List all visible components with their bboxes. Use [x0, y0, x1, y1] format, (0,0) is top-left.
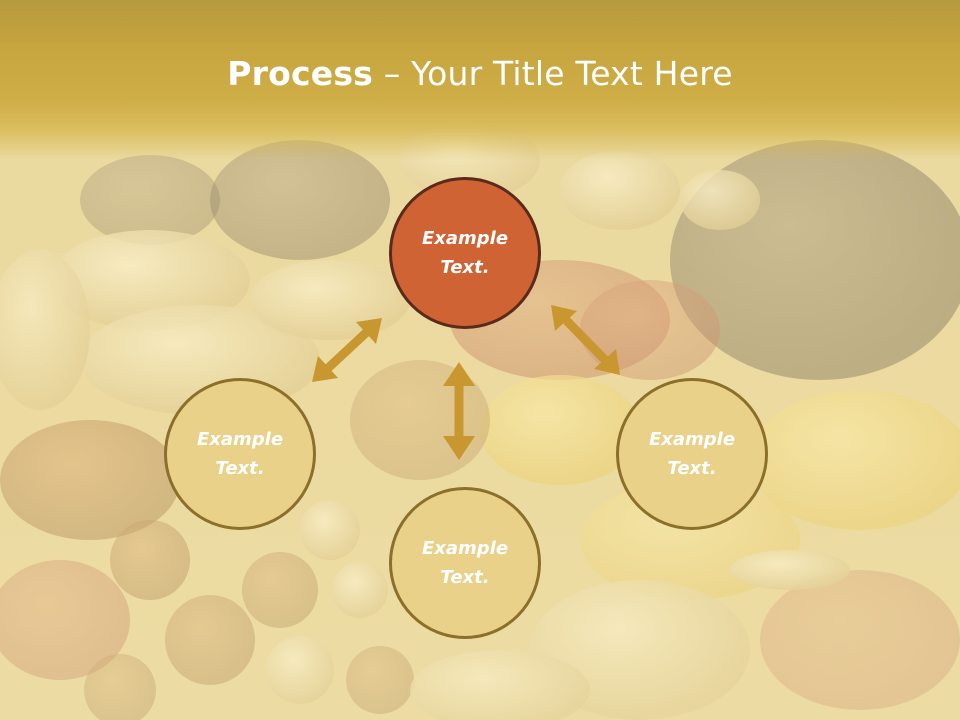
node-bottom-label: Example Text. [421, 538, 509, 588]
node-left-label: Example Text. [196, 429, 284, 479]
double-arrow-top-right [551, 305, 620, 375]
title-band [0, 0, 960, 160]
process-node-left: Example Text. [164, 378, 316, 530]
double-arrow-top-left [312, 318, 382, 382]
title-rest-part: – Your Title Text Here [373, 54, 733, 93]
double-arrow-vertical [443, 362, 475, 460]
slide-title: Process – Your Title Text Here [0, 52, 960, 96]
process-node-top: Example Text. [389, 177, 541, 329]
node-top-label: Example Text. [421, 228, 509, 278]
process-node-right: Example Text. [616, 378, 768, 530]
node-right-label: Example Text. [648, 429, 736, 479]
process-node-bottom: Example Text. [389, 487, 541, 639]
title-bold-part: Process [227, 54, 374, 93]
